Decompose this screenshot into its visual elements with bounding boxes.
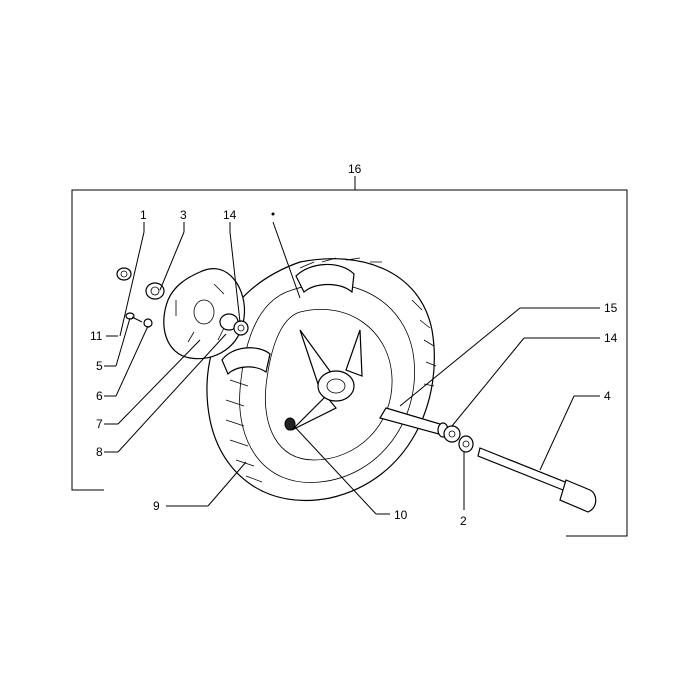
assembly-bracket	[71, 176, 628, 537]
small-parts-left	[116, 267, 249, 336]
wheel-tire	[206, 257, 437, 502]
callout-8: 8	[96, 445, 103, 459]
callout-labels: 16 1 3 14 11 5 6 7 8 9 10 2 15 14 4	[90, 162, 618, 528]
callout-3: 3	[180, 208, 187, 222]
callout-14-top: 14	[223, 208, 237, 222]
callout-11: 11	[90, 329, 103, 343]
leader-lines	[104, 212, 600, 515]
callout-14-right: 14	[604, 331, 618, 345]
callout-15: 15	[604, 301, 618, 315]
callout-5: 5	[96, 359, 103, 373]
callout-1: 1	[140, 208, 147, 222]
callout-16: 16	[348, 162, 362, 176]
callout-6: 6	[96, 389, 103, 403]
callout-9: 9	[153, 499, 160, 513]
callout-7: 7	[96, 417, 103, 431]
callout-2: 2	[460, 514, 467, 528]
callout-10: 10	[394, 508, 408, 522]
small-parts-right	[379, 407, 597, 513]
callout-4: 4	[604, 389, 611, 403]
